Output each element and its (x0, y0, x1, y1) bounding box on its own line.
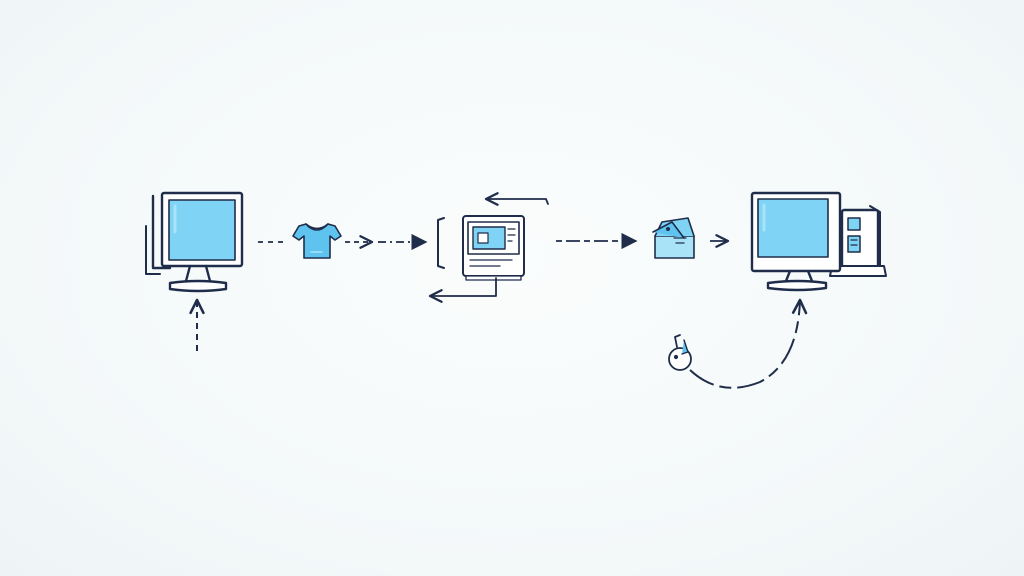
package-icon (652, 217, 695, 259)
destination-screen (757, 198, 829, 258)
edge-mouse-to-destination (689, 298, 808, 389)
loop-arrows (428, 192, 549, 303)
monitor-icon (145, 191, 244, 293)
monitor-screen (168, 199, 236, 261)
tshirt-icon (292, 223, 342, 259)
device-window-icon (437, 215, 525, 281)
desktop-tower-icon (750, 191, 887, 292)
mouse-icon (668, 334, 692, 371)
